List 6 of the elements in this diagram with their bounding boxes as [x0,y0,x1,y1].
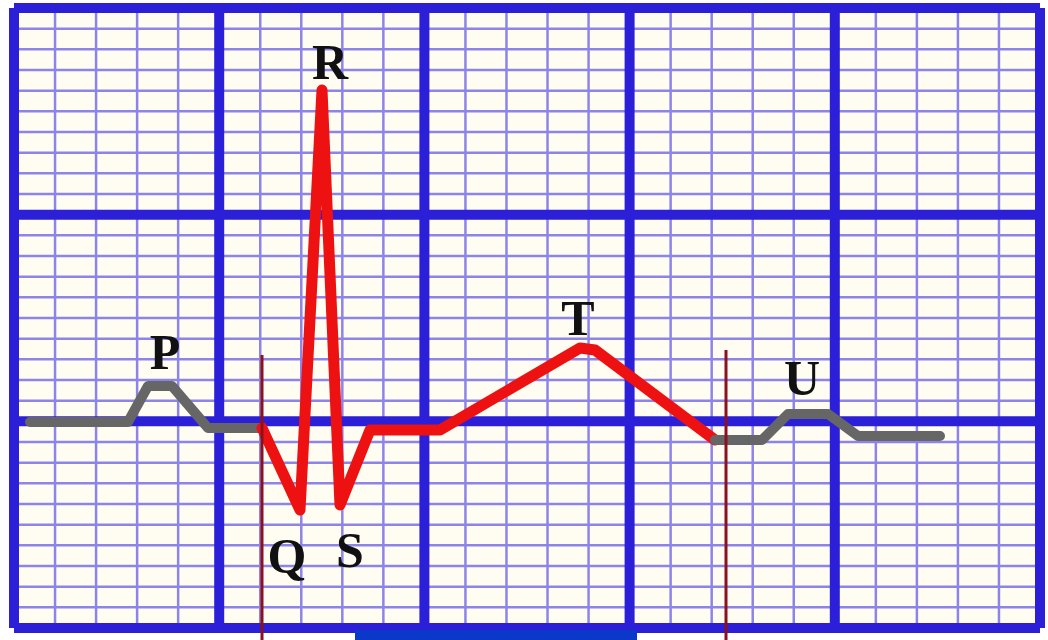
wave-label: U [783,353,821,403]
wave-label: T [561,293,595,343]
wave-label: S [336,525,364,575]
wave-label: R [311,37,349,87]
wave-label: Q [267,531,307,581]
wave-label: P [149,327,181,377]
